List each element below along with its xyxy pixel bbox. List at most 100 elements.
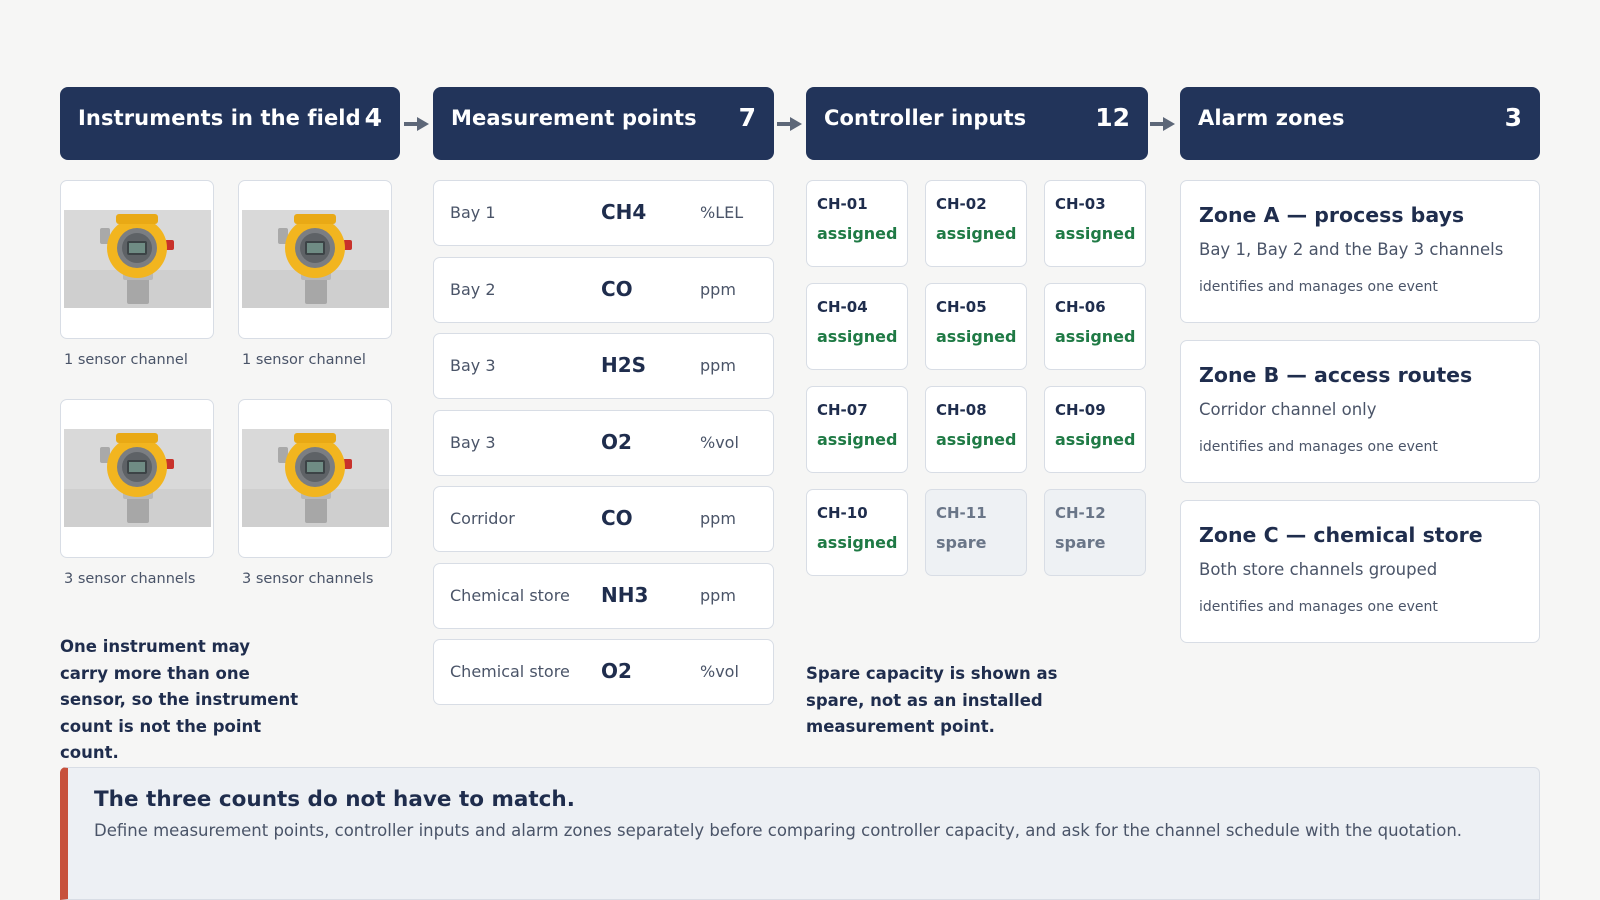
point-unit: %vol	[700, 662, 739, 681]
channel-cell-spare: CH-12 spare	[1044, 489, 1146, 576]
point-gas: CO	[601, 506, 633, 530]
callout-text: Define measurement points, controller in…	[94, 821, 1463, 840]
point-unit: ppm	[700, 509, 736, 528]
channel-id: CH-08	[936, 401, 987, 419]
zone-description: Corridor channel only	[1199, 400, 1377, 419]
instrument-caption: 1 sensor channel	[242, 352, 366, 368]
channel-id: CH-01	[817, 195, 868, 213]
channel-status: assigned	[1055, 327, 1136, 346]
controller-inputs-column: Controller inputs 12 CH-01 assigned CH-0…	[806, 87, 1148, 576]
controller-inputs-count: 12	[1095, 103, 1130, 132]
instruments-header: Instruments in the field 4	[60, 87, 400, 160]
instrument-caption: 3 sensor channels	[64, 571, 196, 587]
measurement-point-list: Bay 1 CH4 %LEL Bay 2 CO ppm Bay 3 H2S pp…	[433, 180, 774, 705]
channel-status: assigned	[817, 327, 898, 346]
instrument-item: 1 sensor channel	[60, 180, 214, 399]
measurement-points-title: Measurement points	[451, 105, 697, 130]
point-gas: CO	[601, 276, 633, 301]
measurement-points-header: Measurement points 7	[433, 87, 774, 160]
point-location: Chemical store	[450, 662, 570, 681]
channel-id: CH-12	[1055, 504, 1106, 522]
gas-detector-photo	[64, 429, 211, 527]
channel-status: assigned	[1055, 224, 1136, 243]
zone-footer: identifies and manages one event	[1199, 439, 1438, 455]
channel-id: CH-06	[1055, 298, 1106, 316]
instruments-title: Instruments in the field	[78, 105, 361, 130]
alarm-zones-column: Alarm zones 3 Zone A — process bays Bay …	[1180, 87, 1540, 660]
alarm-zone-list: Zone A — process bays Bay 1, Bay 2 and t…	[1180, 180, 1540, 643]
instrument-item: 3 sensor channels	[60, 399, 214, 618]
arrow-right-icon	[777, 117, 802, 131]
point-unit: %LEL	[700, 203, 744, 222]
controller-inputs-header: Controller inputs 12	[806, 87, 1148, 160]
alarm-zones-header: Alarm zones 3	[1180, 87, 1540, 160]
channel-cell: CH-03 assigned	[1044, 180, 1146, 267]
channel-cell: CH-08 assigned	[925, 386, 1027, 473]
channel-status: assigned	[817, 224, 898, 243]
channel-status: assigned	[817, 430, 898, 449]
point-gas: O2	[601, 659, 632, 683]
channel-id: CH-03	[1055, 195, 1106, 213]
point-location: Corridor	[450, 509, 515, 528]
alarm-zone-card: Zone A — process bays Bay 1, Bay 2 and t…	[1180, 180, 1540, 323]
point-gas: H2S	[601, 353, 647, 377]
instrument-item: 1 sensor channel	[238, 180, 392, 399]
instrument-grid: 1 sensor channel	[60, 180, 400, 618]
channel-cell: CH-07 assigned	[806, 386, 908, 473]
arrow-right-icon	[1150, 117, 1175, 131]
channel-status: assigned	[817, 533, 898, 552]
point-location: Bay 3	[450, 356, 496, 375]
channel-id: CH-10	[817, 504, 868, 522]
channel-id: CH-11	[936, 504, 987, 522]
zone-footer: identifies and manages one event	[1199, 279, 1438, 295]
zone-footer: identifies and manages one event	[1199, 599, 1438, 615]
point-unit: ppm	[700, 279, 736, 299]
point-location: Bay 1	[450, 203, 496, 222]
point-location: Chemical store	[450, 585, 570, 605]
point-gas: NH3	[601, 582, 649, 607]
channel-cell: CH-10 assigned	[806, 489, 908, 576]
channel-status: assigned	[936, 430, 1017, 449]
zone-title: Zone A — process bays	[1199, 203, 1465, 227]
summary-callout: The three counts do not have to match. D…	[60, 767, 1540, 900]
instruments-count: 4	[364, 103, 382, 132]
channel-cell: CH-02 assigned	[925, 180, 1027, 267]
arrow-right-icon	[404, 117, 429, 131]
zone-title: Zone B — access routes	[1199, 363, 1473, 387]
point-unit: ppm	[700, 585, 736, 605]
instrument-card	[238, 180, 392, 339]
measurement-point-row: Bay 1 CH4 %LEL	[433, 180, 774, 246]
zone-description: Bay 1, Bay 2 and the Bay 3 channels	[1199, 240, 1504, 259]
alarm-zone-card: Zone B — access routes Corridor channel …	[1180, 340, 1540, 483]
instrument-card	[60, 399, 214, 558]
measurement-point-row: Bay 2 CO ppm	[433, 256, 774, 323]
channel-cell: CH-05 assigned	[925, 283, 1027, 370]
channel-status: assigned	[1055, 430, 1136, 449]
controller-inputs-note: Spare capacity is shown as spare, not as…	[806, 664, 1058, 736]
controller-inputs-title: Controller inputs	[824, 105, 1027, 130]
channel-id: CH-09	[1055, 401, 1106, 419]
point-unit: %vol	[700, 432, 739, 452]
point-location: Bay 3	[450, 432, 496, 452]
instrument-caption: 1 sensor channel	[64, 352, 188, 368]
channel-status: assigned	[936, 224, 1017, 243]
zone-title: Zone C — chemical store	[1199, 523, 1483, 547]
measurement-point-row: Corridor CO ppm	[433, 486, 774, 552]
gas-detector-photo	[64, 210, 211, 308]
measurement-point-row: Chemical store NH3 ppm	[433, 562, 774, 629]
instrument-caption: 3 sensor channels	[242, 571, 374, 587]
alarm-zones-title: Alarm zones	[1198, 105, 1345, 130]
channel-id: CH-04	[817, 298, 868, 316]
zone-description: Both store channels grouped	[1199, 560, 1438, 579]
measurement-point-row: Bay 3 H2S ppm	[433, 333, 774, 399]
channel-cell: CH-09 assigned	[1044, 386, 1146, 473]
alarm-zones-count: 3	[1504, 103, 1522, 132]
point-gas: O2	[601, 429, 632, 454]
measurement-points-column: Measurement points 7 Bay 1 CH4 %LEL Bay …	[433, 87, 774, 716]
alarm-zone-card: Zone C — chemical store Both store chann…	[1180, 500, 1540, 643]
measurement-point-row: Chemical store O2 %vol	[433, 639, 774, 705]
instrument-card	[60, 180, 214, 339]
gas-detector-photo	[242, 210, 389, 308]
channel-status: spare	[936, 533, 987, 552]
channel-cell: CH-04 assigned	[806, 283, 908, 370]
